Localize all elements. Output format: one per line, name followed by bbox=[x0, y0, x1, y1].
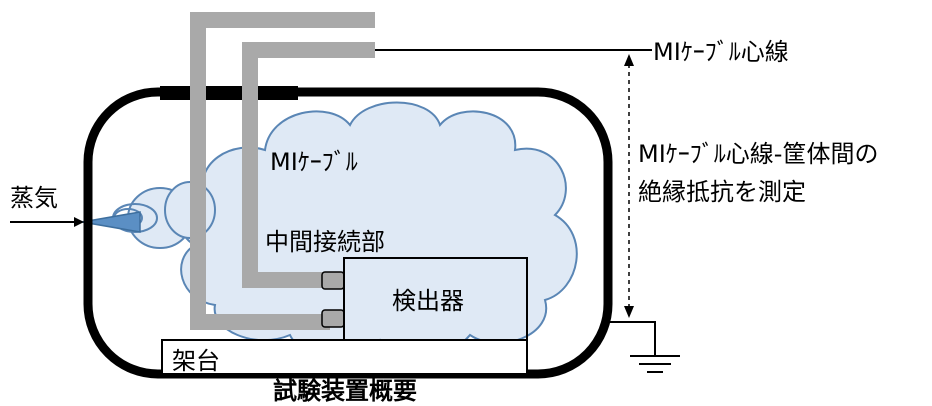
label-measure-line2: 絶縁抵抗を測定 bbox=[638, 178, 806, 206]
steam-nozzle bbox=[81, 203, 158, 233]
label-measure-line1: MIｹｰﾌﾞﾙ心線-筐体間の bbox=[638, 140, 878, 168]
mi-cable-inner bbox=[242, 42, 375, 288]
label-steam: 蒸気 bbox=[10, 184, 58, 212]
measurement-arrow bbox=[624, 54, 634, 318]
flange bbox=[160, 86, 298, 100]
label-mi-cable: MIｹｰﾌﾞﾙ bbox=[270, 148, 358, 176]
connector-lower bbox=[321, 309, 345, 328]
stand-box bbox=[161, 339, 528, 375]
label-stand: 架台 bbox=[172, 347, 220, 375]
connector-upper bbox=[321, 271, 345, 290]
label-cable-core: MIｹｰﾌﾞﾙ心線 bbox=[653, 38, 789, 66]
steam-cloud bbox=[127, 101, 578, 356]
ground-wire bbox=[604, 321, 656, 356]
diagram-caption: 試験装置概要 bbox=[273, 377, 417, 405]
ground-icon bbox=[630, 355, 680, 373]
label-junction: 中間接続部 bbox=[265, 228, 385, 256]
steam-arrow bbox=[10, 217, 84, 227]
mi-cable-outer bbox=[190, 12, 375, 330]
label-detector: 検出器 bbox=[392, 287, 464, 315]
